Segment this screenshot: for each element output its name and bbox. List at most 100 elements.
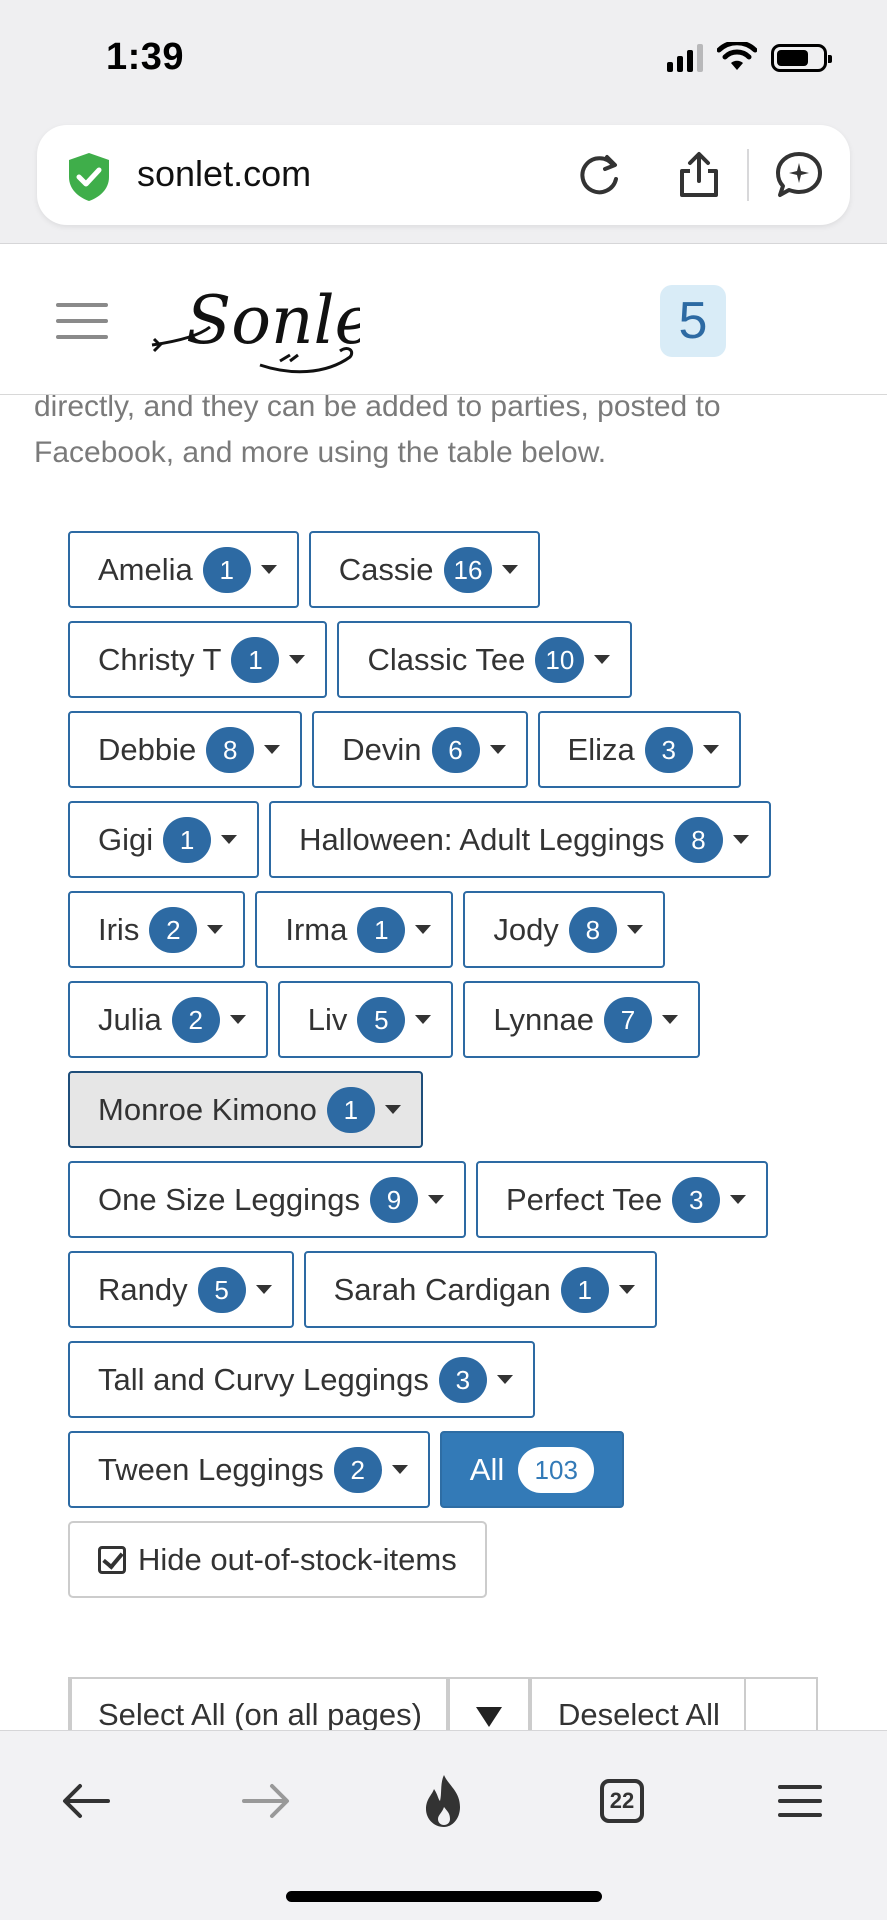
filter-label: Eliza xyxy=(567,731,635,767)
forward-arrow-icon[interactable] xyxy=(236,1771,296,1831)
filter-label: Randy xyxy=(98,1271,188,1307)
caret-down-icon xyxy=(207,925,224,934)
filter-label: Sarah Cardigan xyxy=(333,1271,551,1307)
share-icon[interactable] xyxy=(673,149,725,201)
hide-out-of-stock-toggle[interactable]: Hide out-of-stock-items xyxy=(68,1521,487,1598)
select-options-dropdown[interactable] xyxy=(447,1679,530,1737)
home-indicator xyxy=(286,1891,602,1902)
caret-down-icon xyxy=(289,655,306,664)
deselect-all-button[interactable]: Deselect All xyxy=(529,1679,746,1737)
filter-label: Tween Leggings xyxy=(98,1451,324,1487)
filter-label: Christy T xyxy=(98,641,222,677)
filter-label: One Size Leggings xyxy=(98,1181,360,1217)
count-badge: 3 xyxy=(644,726,693,773)
sonlet-logo[interactable]: Sonlet xyxy=(150,265,360,385)
tabs-button[interactable]: 22 xyxy=(592,1771,652,1831)
count-badge: 8 xyxy=(674,816,723,863)
site-header: Sonlet 5 xyxy=(0,245,887,395)
filter-label: Jody xyxy=(493,911,559,947)
filter-label: Lynnae xyxy=(493,1001,594,1037)
cellular-signal-icon xyxy=(667,44,703,72)
caret-down-icon xyxy=(221,835,238,844)
url-bar[interactable]: sonlet.com xyxy=(37,125,850,225)
table-selection-controls: Select All (on all pages) Deselect All xyxy=(68,1677,818,1737)
back-arrow-icon[interactable] xyxy=(56,1771,116,1831)
menu-icon[interactable] xyxy=(56,303,108,339)
count-badge: 1 xyxy=(231,636,280,683)
filter-label: Irma xyxy=(285,911,348,947)
url-text[interactable]: sonlet.com xyxy=(137,153,312,194)
cart-count-badge[interactable]: 5 xyxy=(660,285,726,357)
filter-label: Cassie xyxy=(338,551,434,587)
caret-down-icon xyxy=(496,1375,513,1384)
browser-bottom-toolbar: 22 xyxy=(0,1730,887,1920)
caret-down-icon xyxy=(255,1285,272,1294)
filter-label: Devin xyxy=(342,731,422,767)
count-badge: 9 xyxy=(369,1176,418,1223)
count-badge: 1 xyxy=(163,816,212,863)
caret-down-icon xyxy=(260,565,277,574)
caret-down-icon xyxy=(384,1105,401,1114)
filter-label: Amelia xyxy=(98,551,193,587)
caret-down-icon xyxy=(730,1195,747,1204)
caret-down-icon xyxy=(415,1015,432,1024)
filter-label: Julia xyxy=(98,1001,162,1037)
intro-text: directly, and they can be added to parti… xyxy=(34,390,721,469)
status-time: 1:39 xyxy=(106,36,185,78)
filter-label: Perfect Tee xyxy=(505,1181,663,1217)
caret-down-icon xyxy=(732,835,749,844)
caret-down-icon xyxy=(661,1015,678,1024)
svg-text:Sonlet: Sonlet xyxy=(186,282,360,359)
count-badge: 2 xyxy=(149,906,198,953)
flame-icon[interactable] xyxy=(414,1771,474,1831)
battery-icon xyxy=(771,44,832,72)
caret-down-icon xyxy=(626,925,643,934)
hide-out-of-stock-label: Hide out-of-stock-items xyxy=(138,1541,457,1577)
assistant-chat-icon[interactable] xyxy=(773,149,825,201)
caret-down-icon xyxy=(489,745,506,754)
secure-shield-icon xyxy=(69,153,109,201)
count-badge: 16 xyxy=(443,546,493,593)
filter-label: Debbie xyxy=(98,731,197,767)
caret-down-icon xyxy=(702,745,719,754)
count-badge: 8 xyxy=(206,726,255,773)
wifi-icon xyxy=(717,42,757,70)
count-badge: 6 xyxy=(431,726,480,773)
caret-down-icon xyxy=(502,565,519,574)
count-badge: 5 xyxy=(357,996,406,1043)
tab-count: 22 xyxy=(600,1779,644,1823)
caret-down-icon xyxy=(415,925,432,934)
checkbox-checked-icon xyxy=(98,1545,126,1574)
caret-down-icon xyxy=(618,1285,635,1294)
reload-icon[interactable] xyxy=(573,149,625,201)
caret-down-icon xyxy=(594,655,611,664)
select-all-button[interactable]: Select All (on all pages) xyxy=(70,1679,448,1737)
menu-lines-icon[interactable] xyxy=(770,1771,830,1831)
select-all-label: Select All (on all pages) xyxy=(98,1697,422,1732)
count-badge: 1 xyxy=(560,1266,609,1313)
